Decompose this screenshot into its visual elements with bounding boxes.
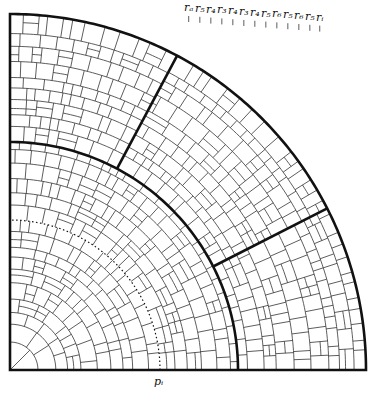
radius-label: r₃ xyxy=(217,4,227,16)
radius-label: r₃ xyxy=(239,6,249,18)
radius-label: r₄ xyxy=(206,4,216,16)
radius-label: r₄ xyxy=(250,7,260,19)
radius-label: r₆ xyxy=(272,8,282,20)
radius-label: rᵢ xyxy=(316,12,323,24)
radius-label: r₅ xyxy=(261,8,271,20)
radius-label: r₅ xyxy=(195,3,205,15)
brick-mesh xyxy=(10,14,365,370)
radius-label: r₅ xyxy=(283,9,293,21)
radius-label: r₅ xyxy=(305,11,315,23)
region-boundaries xyxy=(10,14,366,370)
radius-label: r₄ xyxy=(228,5,238,17)
pressure-label: pᵢ xyxy=(152,376,165,388)
radius-label: rₐ xyxy=(184,2,193,14)
radius-label: r₆ xyxy=(294,10,304,22)
dotted-boundary xyxy=(10,220,160,370)
